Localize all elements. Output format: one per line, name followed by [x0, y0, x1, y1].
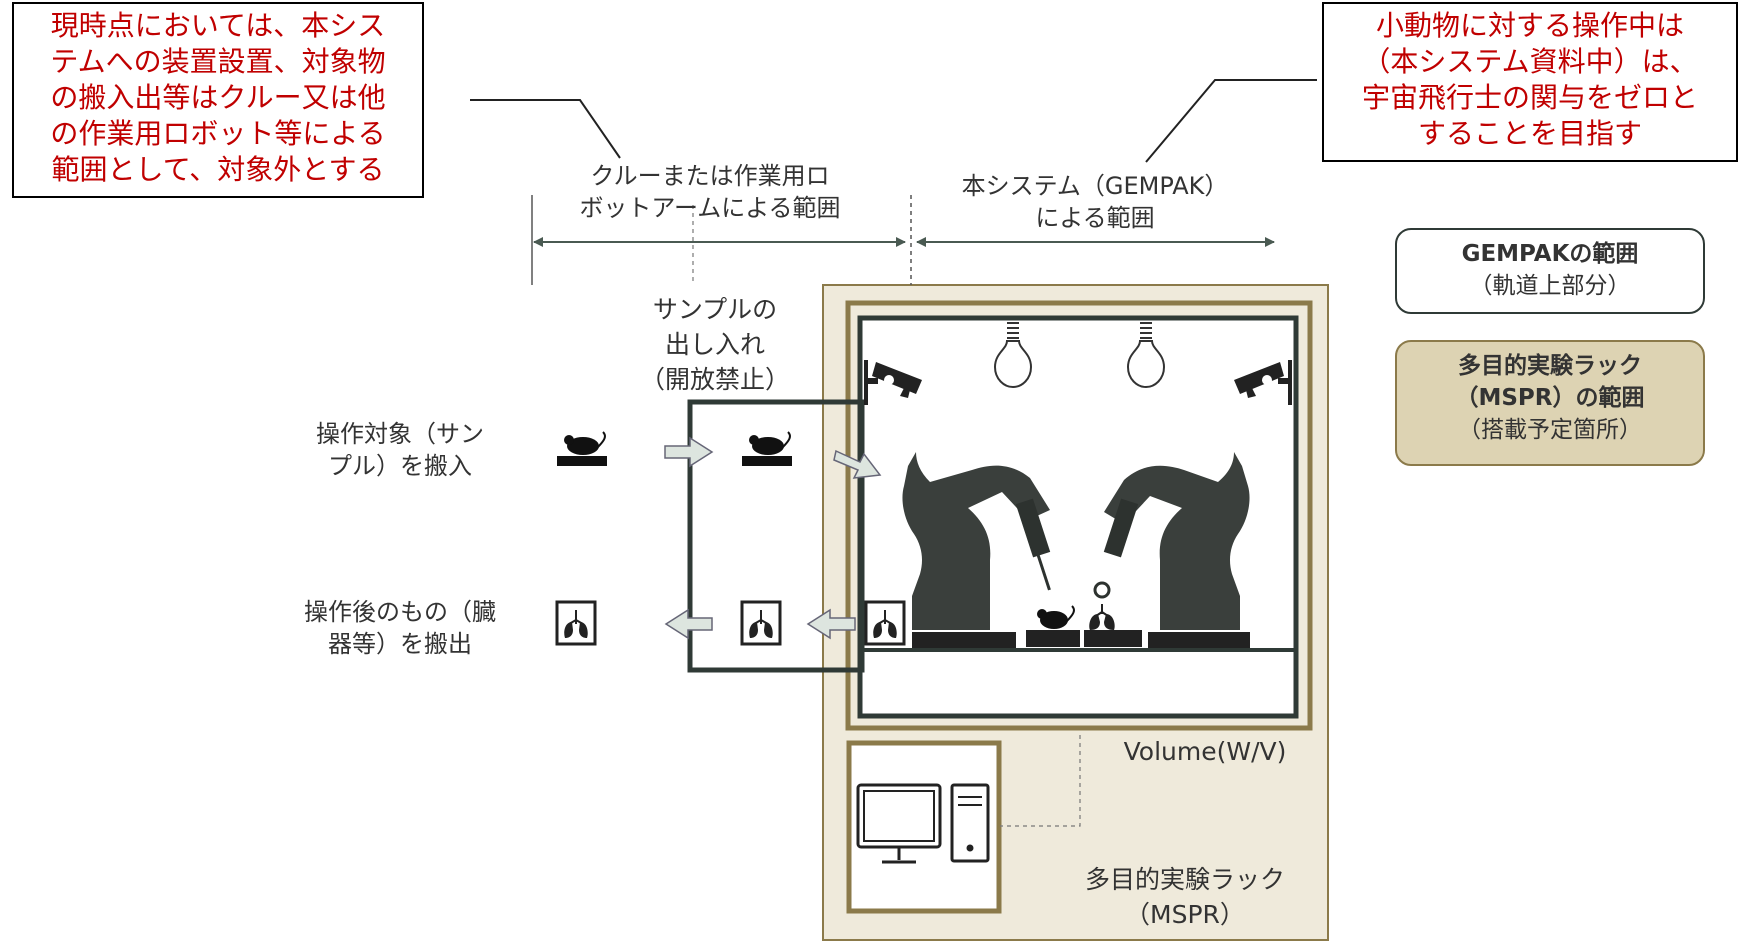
center-tray: [1026, 630, 1080, 647]
mouse-icon: [1037, 605, 1075, 629]
left-note-line: の搬入出等はクルー又は他: [50, 81, 386, 114]
legend-gempak-title: GEMPAKの範囲: [1461, 241, 1639, 267]
right-note-line: することを目指す: [1417, 117, 1642, 150]
crew-range-line: ボットアームによる範囲: [579, 194, 841, 222]
left-note-line: テムへの装置設置、対象物: [50, 45, 386, 78]
lungs-icon: [1089, 604, 1115, 630]
legend-mspr-sub: （搭載予定箇所）: [1458, 417, 1642, 443]
left-note-leader: [470, 99, 621, 159]
center-tray: [1084, 630, 1142, 647]
sample-io-label: サンプルの 出し入れ （開放禁止）: [620, 292, 810, 397]
volume-label: Volume(W/V): [1123, 737, 1287, 766]
mspr-label: 多目的実験ラック （MSPR）: [1060, 862, 1310, 932]
right-note-line: 宇宙飛行士の関与をゼロと: [1361, 81, 1698, 114]
input-label: 操作対象（サン プル）を搬入: [290, 418, 510, 482]
airlock-box: [687, 399, 865, 673]
computer-icon: [856, 783, 990, 864]
legend-gempak: GEMPAKの範囲 （軌道上部分）: [1395, 228, 1705, 314]
right-note-line: 小動物に対する操作中は: [1375, 9, 1684, 42]
legend-gempak-sub: （軌道上部分）: [1469, 273, 1631, 299]
output-label: 操作後のもの（臓 器等）を搬出: [280, 596, 520, 660]
right-note: 小動物に対する操作中は （本システム資料中）は、 宇宙飛行士の関与をゼロと する…: [1322, 2, 1738, 162]
camera-icon: [1234, 360, 1292, 405]
legend-mspr-title: （MSPR）の範囲: [1455, 385, 1645, 411]
lungs-icon: [740, 600, 782, 646]
crew-range-line: クルーまたは作業用ロ: [590, 162, 830, 190]
gempak-range-line: による範囲: [1035, 204, 1155, 232]
mouse-icon: [742, 431, 792, 466]
input-line: 操作対象（サン: [316, 420, 484, 448]
sample-io-line: （開放禁止）: [639, 365, 790, 394]
input-arrow: [664, 436, 714, 468]
input-arrow: [833, 449, 882, 479]
robot-arm-icon: [1093, 452, 1250, 648]
gempak-range-label: 本システム（GEMPAK） による範囲: [935, 170, 1255, 234]
left-note-line: 範囲として、対象外とする: [51, 153, 385, 186]
output-arrow: [806, 608, 856, 640]
gempak-range-line: 本システム（GEMPAK）: [961, 172, 1229, 200]
output-line: 器等）を搬出: [328, 630, 472, 658]
sample-io-line: サンプルの: [652, 295, 778, 324]
left-note-line: 現時点においては、本シス: [50, 9, 386, 42]
input-line: プル）を搬入: [328, 452, 472, 480]
mspr-inner-frame: [845, 300, 1313, 731]
light-bulb-icon: [993, 322, 1033, 389]
computer-leader: [1000, 735, 1081, 827]
output-arrow: [664, 608, 713, 640]
left-note: 現時点においては、本シス テムへの装置設置、対象物 の搬入出等はクルー又は他 の…: [12, 2, 424, 198]
light-bulb-icon: [1126, 322, 1166, 389]
computer-box: [846, 740, 1002, 914]
output-line: 操作後のもの（臓: [304, 598, 496, 626]
mouse-icon: [557, 431, 607, 466]
mspr-line: （MSPR）: [1125, 900, 1245, 929]
left-note-line: の作業用ロボット等による: [50, 117, 386, 150]
mspr-line: 多目的実験ラック: [1084, 865, 1285, 894]
right-note-line: （本システム資料中）は、: [1362, 45, 1698, 78]
lungs-icon: [864, 600, 906, 646]
robot-arm-icon: [902, 452, 1051, 648]
camera-icon: [864, 360, 922, 405]
right-note-leader: [1145, 79, 1317, 163]
lungs-icon: [555, 600, 597, 646]
legend-mspr-title: 多目的実験ラック: [1458, 353, 1642, 379]
legend-mspr: 多目的実験ラック （MSPR）の範囲 （搭載予定箇所）: [1395, 340, 1705, 466]
sample-io-line: 出し入れ: [664, 330, 765, 359]
crew-range-label: クルーまたは作業用ロ ボットアームによる範囲: [545, 160, 875, 224]
